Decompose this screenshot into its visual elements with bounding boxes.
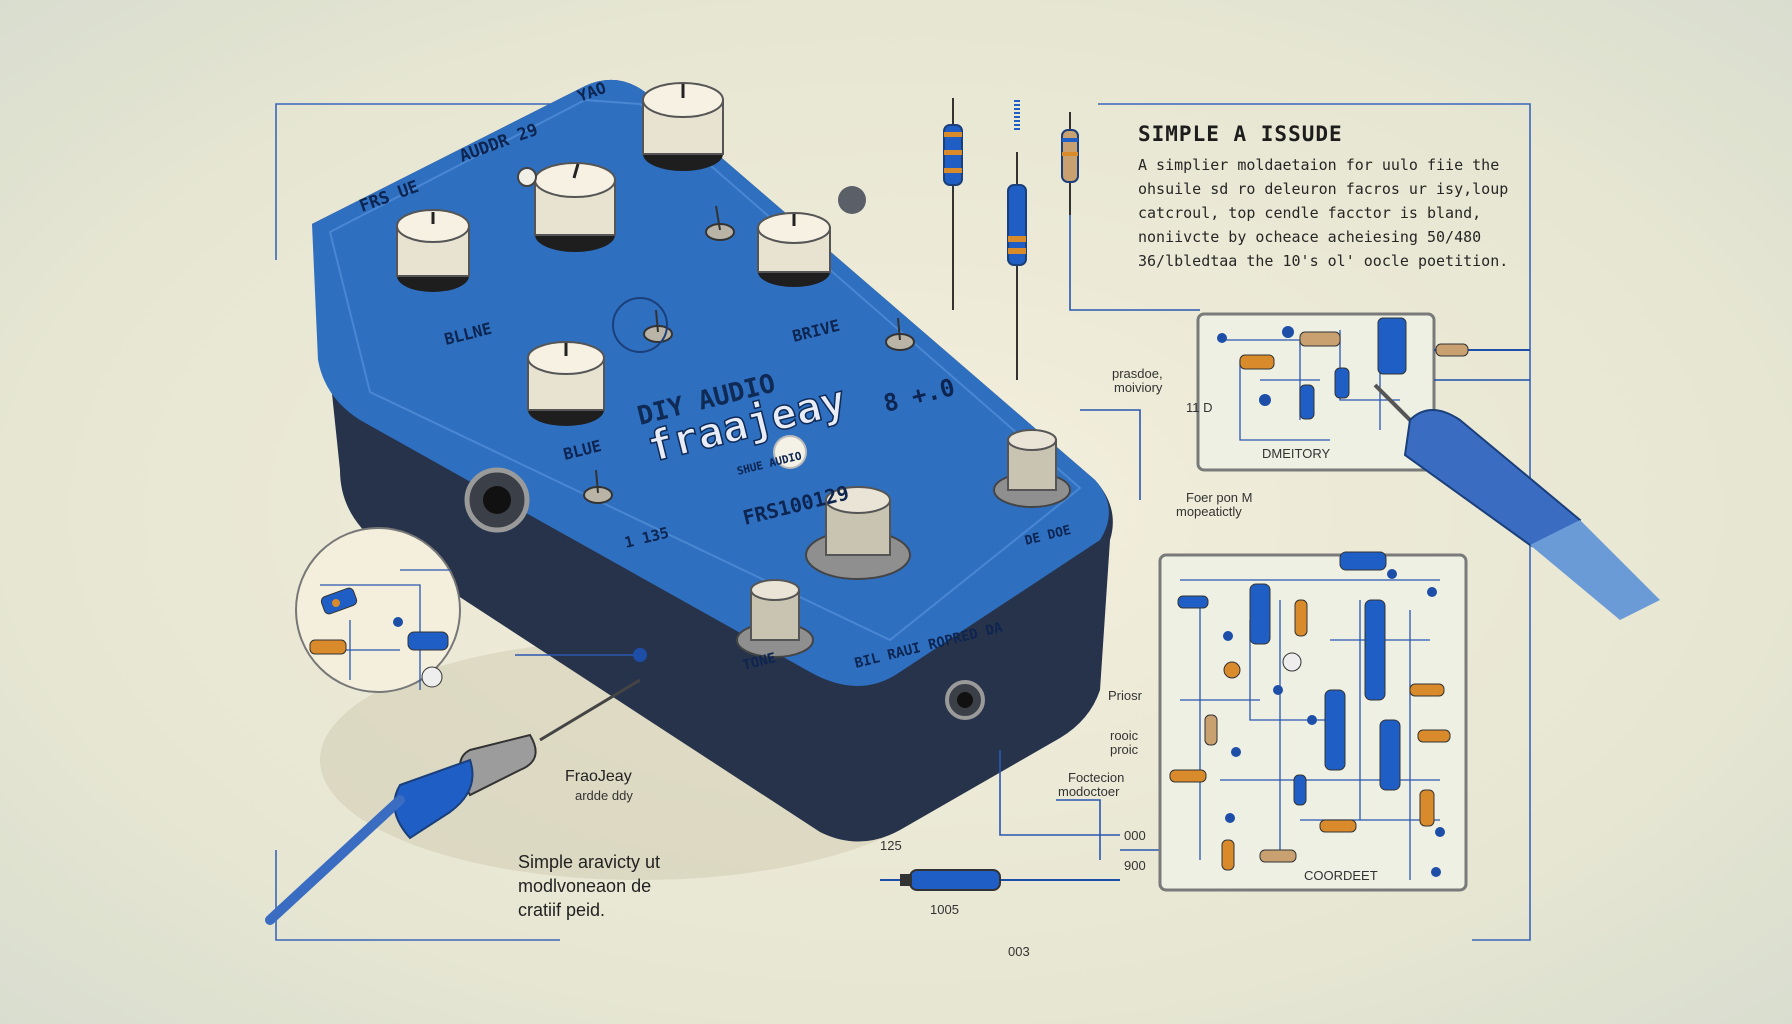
knob-3 (642, 82, 724, 171)
info-line-3: catcroul, top cendle facctor is bland, (1138, 204, 1482, 222)
label-schem1-mid: DMEITORY (1262, 446, 1331, 461)
info-line-4: noniivcte by ocheace acheiesing 50/480 (1138, 228, 1482, 246)
label-schem1-bottom-1: Foer pon M (1186, 490, 1253, 505)
toggle-switches (583, 205, 915, 504)
label-schem1-bottom-2: mopeatictly (1176, 504, 1242, 519)
knob-5 (527, 341, 605, 426)
label-bottom-right-a: 000 (1124, 828, 1146, 843)
label-bottom-mid: 003 (1008, 944, 1030, 959)
label-block-3: cratiif peid. (518, 900, 606, 920)
info-line-2: ohsuile sd ro deleuron facros ur isy,lou… (1138, 180, 1509, 198)
label-schem2-left-2a: rooic (1110, 728, 1139, 743)
label-bottom-right-b: 900 (1124, 858, 1146, 873)
circuit-board-2 (1158, 551, 1468, 892)
label-schem2-bottom: COORDEET (1304, 868, 1378, 883)
soldering-iron (1373, 383, 1660, 620)
label-schem2-left-3b: modoctoer (1058, 784, 1120, 799)
knob-2 (534, 162, 616, 252)
label-bottom-res-top: 125 (880, 838, 902, 853)
footswitch-left (736, 579, 814, 658)
label-block-2: modlvoneaon de (518, 876, 652, 896)
knobs (396, 82, 1071, 658)
knob-1 (396, 209, 470, 292)
label-schem2-left-2b: proic (1110, 742, 1139, 757)
knob-4 (757, 212, 831, 287)
hanging-resistors (943, 98, 1079, 380)
component-inset (295, 527, 461, 693)
footswitch-right (993, 429, 1071, 508)
label-pedal-name: FraoJeay (565, 768, 632, 785)
info-line-1: A simplier moldaetaion for uulo fiie the (1138, 156, 1500, 174)
label-bottom-res-bottom: 1005 (930, 902, 959, 917)
footswitch-main (805, 486, 911, 580)
info-title: SIMPLE A ISSUDE (1138, 122, 1343, 146)
label-schem1-small: 11 D (1186, 400, 1213, 415)
cable-plug (265, 678, 641, 925)
label-block-1: Simple aravicty ut (518, 852, 661, 872)
side-connector (838, 186, 866, 214)
led (773, 435, 807, 469)
label-schem2-left-3a: Foctecion (1068, 770, 1125, 785)
leader-dot (633, 648, 647, 662)
pedal (312, 79, 1113, 842)
label-schem2-left-1: Priosr (1108, 688, 1142, 703)
led-small (517, 167, 537, 187)
label-pedal-sub: ardde ddy (575, 788, 633, 803)
info-line-5: 36/lbledtaa the 10's ol' oocle poetition… (1138, 252, 1509, 270)
leader-lines (515, 215, 1200, 860)
label-schem1-left-1: prasdoe, (1112, 366, 1163, 381)
label-schem1-left-2: moiviory (1114, 380, 1163, 395)
pedal-tone-label: TONE (741, 650, 778, 674)
circuit-board-1 (1196, 312, 1530, 472)
bottom-resistor (880, 869, 1120, 891)
